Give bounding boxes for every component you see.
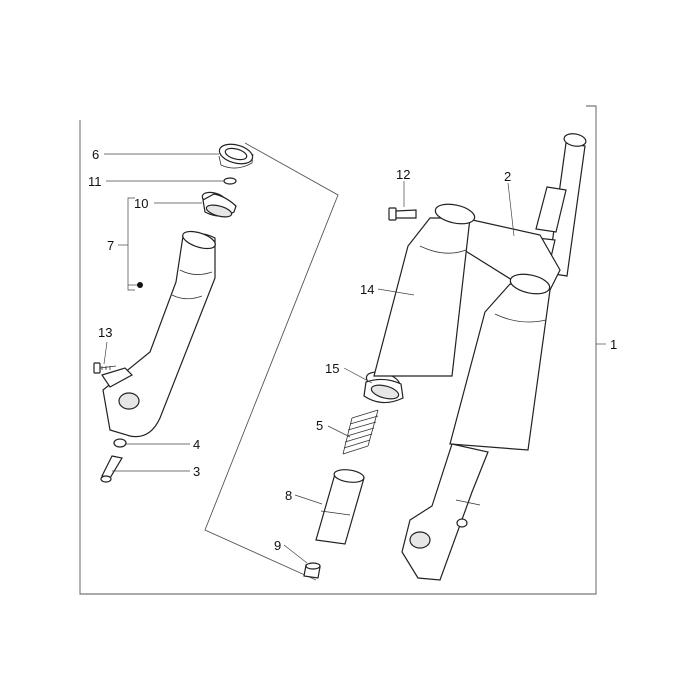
callout-4: 4: [193, 437, 200, 452]
assembly-frame: [79, 105, 597, 595]
callout-14: 14: [360, 282, 374, 297]
right-fork-bottom: [401, 443, 489, 581]
callout-12: 12: [396, 167, 410, 182]
callout-11: 11: [88, 174, 102, 189]
left-outer-tube: [373, 203, 476, 377]
callout-3: 3: [193, 464, 200, 479]
callout-10: 10: [134, 196, 148, 211]
callout-7-dot: [137, 282, 143, 288]
right-outer-tube: [449, 273, 551, 451]
callout-9: 9: [274, 538, 281, 553]
bolt-top: [388, 207, 417, 221]
washer-bottom: [113, 438, 127, 448]
bolt-bottom: [100, 455, 123, 483]
bushing-top: [201, 191, 237, 218]
callout-6: 6: [92, 147, 99, 162]
callout-1: 1: [610, 337, 617, 352]
callout-8: 8: [285, 488, 292, 503]
left-fork-leg: [101, 230, 216, 438]
callout-15: 15: [325, 361, 339, 376]
spring: [342, 409, 379, 455]
dust-seal: [218, 143, 254, 169]
screw-left: [93, 362, 117, 374]
exploded-boundary: [204, 142, 339, 581]
washer-small: [223, 177, 237, 185]
fork-tube-inner: [315, 469, 365, 545]
callout-13: 13: [98, 325, 112, 340]
callout-leaders: [103, 153, 515, 564]
callout-7: 7: [107, 238, 114, 253]
callout-2: 2: [504, 169, 511, 184]
end-plug: [303, 562, 321, 579]
callout-5: 5: [316, 418, 323, 433]
